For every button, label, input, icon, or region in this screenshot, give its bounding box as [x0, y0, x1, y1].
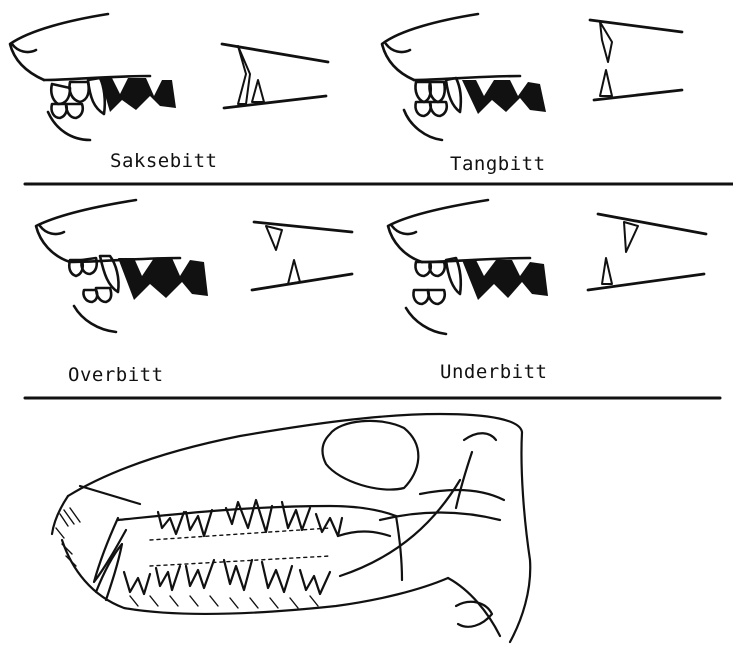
occlusion-underbitt: [588, 214, 706, 290]
molars-underbitt: [462, 260, 548, 300]
molars-saksebitt: [100, 78, 176, 112]
panel-saksebitt: [10, 14, 328, 140]
panel-tangbitt: [382, 14, 682, 140]
label-overbitt: Overbitt: [68, 364, 164, 386]
muzzle-tangbitt: [382, 14, 520, 140]
occlusion-overbitt: [252, 222, 352, 290]
panel-underbitt: [388, 200, 706, 334]
occlusion-tangbitt: [590, 20, 682, 100]
molars-overbitt: [118, 258, 208, 300]
skull-illustration: [52, 414, 530, 642]
molars-tangbitt: [462, 80, 546, 114]
label-underbitt: Underbitt: [440, 361, 547, 383]
label-tangbitt: Tangbitt: [450, 153, 546, 175]
occlusion-saksebitt: [222, 44, 328, 108]
muzzle-saksebitt: [10, 14, 150, 140]
label-saksebitt: Saksebitt: [110, 150, 217, 172]
panel-overbitt: [36, 200, 352, 332]
